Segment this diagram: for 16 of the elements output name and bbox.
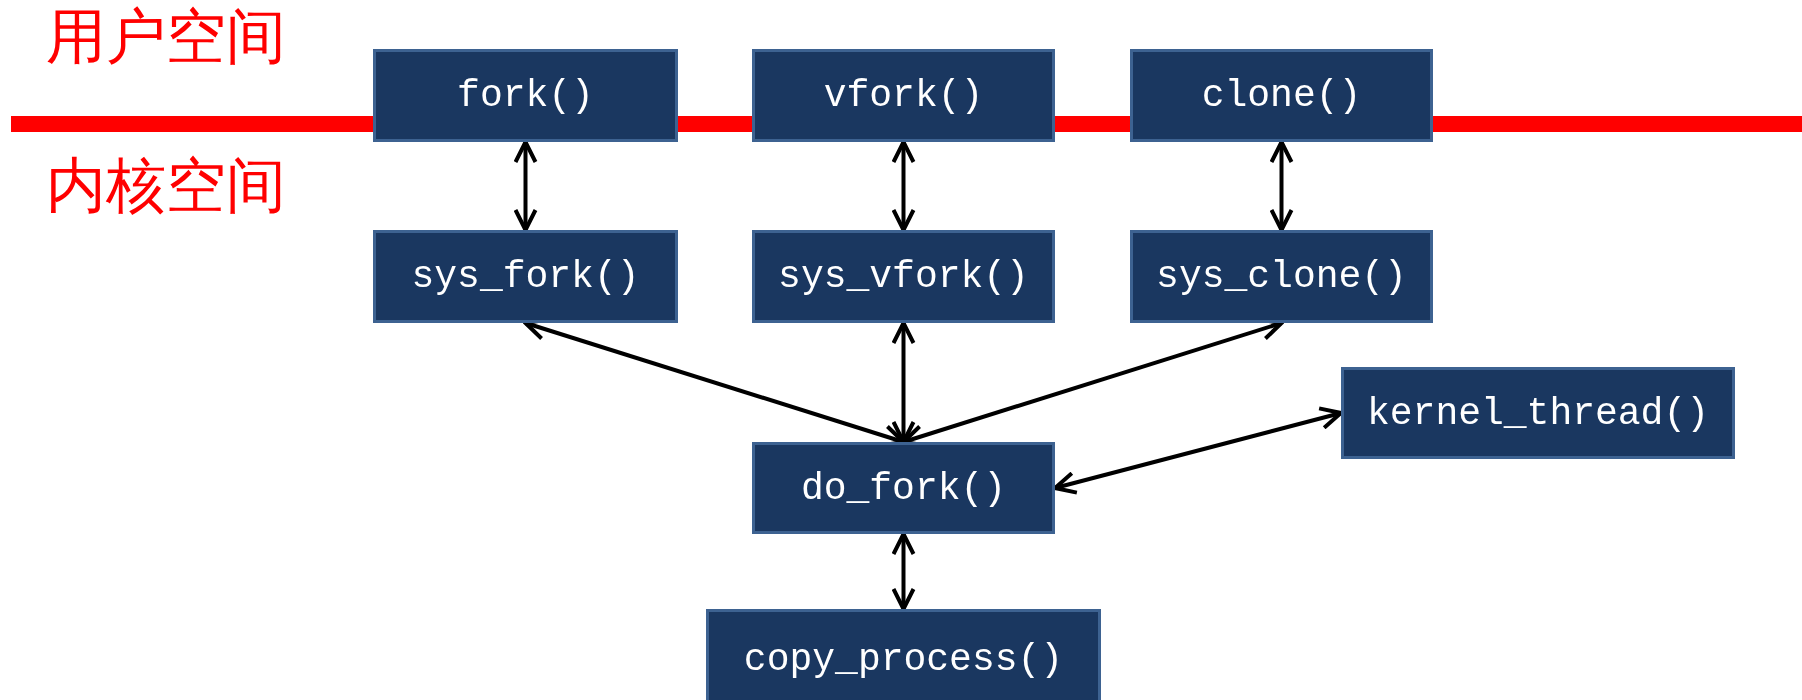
function-box: fork()	[373, 49, 678, 142]
function-box: sys_clone()	[1130, 230, 1433, 323]
function-box: sys_fork()	[373, 230, 678, 323]
function-box: sys_vfork()	[752, 230, 1055, 323]
arrow	[891, 140, 916, 232]
arrow	[1053, 406, 1343, 495]
function-box: kernel_thread()	[1341, 367, 1735, 459]
arrow	[513, 140, 538, 232]
region-label: 内核空间	[46, 155, 286, 215]
arrow	[891, 532, 916, 611]
function-box: copy_process()	[706, 609, 1101, 700]
function-box: vfork()	[752, 49, 1055, 142]
function-box: do_fork()	[752, 442, 1055, 534]
function-box: clone()	[1130, 49, 1433, 142]
region-label: 用户空间	[46, 6, 286, 66]
arrow	[1269, 140, 1294, 232]
